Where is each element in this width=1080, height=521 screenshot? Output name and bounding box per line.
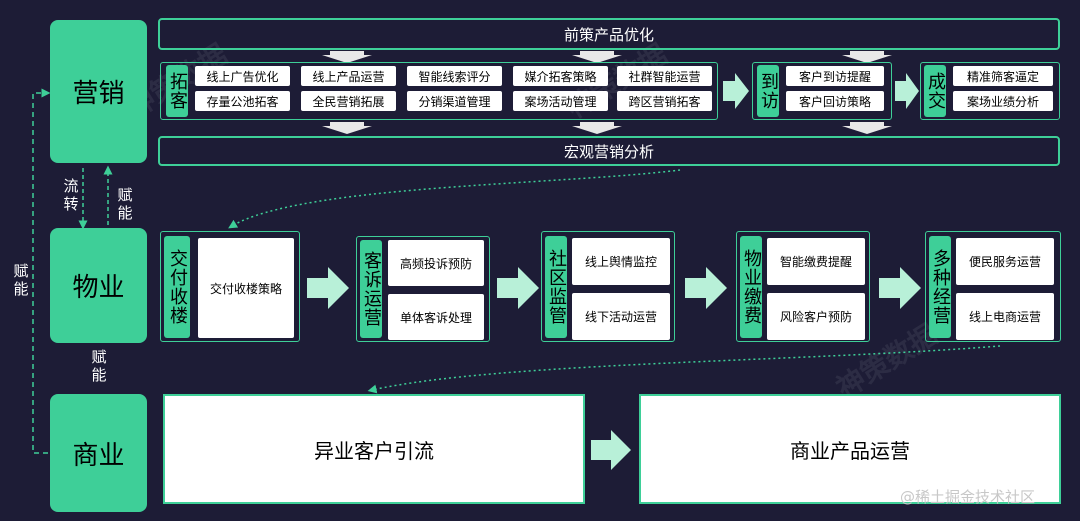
segment-property: 物业 [50, 228, 147, 343]
empower-left-label: 赋能 [13, 262, 29, 298]
expand-cell: 存量公池拓客 [195, 91, 290, 111]
business-tab: 多种经营 [929, 236, 951, 338]
commercial-product-label: 商业产品运营 [790, 438, 910, 463]
segment-marketing: 营销 [50, 20, 147, 163]
complaint-tab: 客诉运营 [360, 240, 382, 338]
delivery-cell: 交付收楼策略 [198, 238, 294, 338]
expand-col-4: 媒介拓客策略 案场活动管理 [513, 66, 608, 111]
business-cell: 便民服务运营 [956, 238, 1054, 285]
source-watermark: @稀土掘金技术社区 [900, 488, 1036, 506]
deal-cell: 案场业绩分析 [953, 91, 1053, 111]
community-cell: 线下活动运营 [572, 293, 670, 340]
fee-panel [736, 231, 870, 342]
arrow-right-icon [307, 267, 349, 309]
visit-tab-label: 到访 [758, 72, 779, 110]
fee-tab: 物业缴费 [740, 236, 762, 338]
visit-panel [752, 62, 892, 120]
business-cell: 线上电商运营 [956, 293, 1054, 340]
expand-cell: 案场活动管理 [513, 91, 608, 111]
expand-col-3: 智能线索评分 分销渠道管理 [407, 66, 502, 111]
expand-panel [160, 62, 718, 120]
expand-col-1: 线上广告优化 存量公池拓客 [195, 66, 290, 111]
segment-marketing-label: 营销 [72, 79, 125, 109]
segment-property-label: 物业 [72, 273, 125, 303]
macro-analysis-bar-label: 宏观营销分析 [563, 142, 654, 161]
expand-cell: 线上产品运营 [301, 66, 396, 86]
visit-cell: 客户到访提醒 [786, 66, 884, 86]
pre-strategy-bar-label: 前策产品优化 [563, 25, 654, 44]
arrow-right-icon [685, 267, 727, 309]
visit-col: 客户到访提醒 客户回访策略 [786, 66, 884, 111]
empower-up-label: 赋能 [117, 186, 133, 222]
expand-tab-label: 拓客 [167, 72, 188, 110]
down-arrows-bottom [322, 122, 892, 134]
deal-col: 精准筛客逼定 案场业绩分析 [953, 66, 1053, 111]
complaint-tab-label: 客诉运营 [361, 251, 382, 327]
delivery-tab-label: 交付收楼 [167, 249, 188, 325]
arrow-right-icon [879, 267, 921, 309]
expand-tab: 拓客 [166, 65, 188, 117]
expand-cell: 媒介拓客策略 [513, 66, 608, 86]
community-panel [541, 231, 675, 342]
complaint-col: 高频投诉预防 单体客诉处理 [388, 240, 484, 340]
cross-industry-box: 异业客户引流 [163, 394, 585, 504]
empower-down-label: 赋能 [91, 348, 107, 384]
deal-tab: 成交 [924, 65, 946, 117]
expand-cell: 跨区营销拓客 [617, 91, 712, 111]
segment-commerce: 商业 [50, 394, 147, 512]
deal-cell: 精准筛客逼定 [953, 66, 1053, 86]
cross-industry-label: 异业客户引流 [314, 438, 434, 463]
expand-col-5: 社群智能运营 跨区营销拓客 [617, 66, 712, 111]
macro-analysis-bar: 宏观营销分析 [158, 136, 1060, 166]
fee-cell: 智能缴费提醒 [767, 238, 865, 285]
commercial-product-box: 商业产品运营 [639, 394, 1061, 504]
complaint-cell: 单体客诉处理 [388, 294, 484, 340]
segment-commerce-label: 商业 [72, 440, 125, 471]
visit-tab: 到访 [757, 65, 779, 117]
arrow-right-icon [723, 73, 749, 109]
deal-panel [920, 62, 1060, 120]
expand-cell: 分销渠道管理 [407, 91, 502, 111]
business-panel [925, 231, 1061, 342]
expand-cell: 社群智能运营 [617, 66, 712, 86]
visit-cell: 客户回访策略 [786, 91, 884, 111]
community-col: 线上舆情监控 线下活动运营 [572, 238, 670, 340]
expand-cell: 全民营销拓展 [301, 91, 396, 111]
fee-cell: 风险客户预防 [767, 293, 865, 340]
down-arrows-top [322, 51, 892, 63]
fee-tab-label: 物业缴费 [741, 249, 762, 325]
fee-col: 智能缴费提醒 风险客户预防 [767, 238, 865, 340]
community-tab: 社区监管 [545, 236, 567, 338]
expand-cell: 线上广告优化 [195, 66, 290, 86]
expand-cell: 智能线索评分 [407, 66, 502, 86]
business-tab-label: 多种经营 [930, 249, 951, 325]
pre-strategy-bar: 前策产品优化 [158, 18, 1060, 50]
arrow-right-icon [895, 73, 919, 109]
deal-tab-label: 成交 [925, 72, 946, 110]
business-col: 便民服务运营 线上电商运营 [956, 238, 1054, 340]
community-tab-label: 社区监管 [546, 249, 567, 325]
expand-col-2: 线上产品运营 全民营销拓展 [301, 66, 396, 111]
flow-label: 流转 [63, 177, 79, 213]
community-cell: 线上舆情监控 [572, 238, 670, 285]
delivery-panel [160, 231, 300, 342]
arrow-right-icon [591, 430, 631, 470]
complaint-cell: 高频投诉预防 [388, 240, 484, 286]
arrow-right-icon [497, 267, 539, 309]
delivery-tab: 交付收楼 [164, 236, 190, 338]
complaint-panel [356, 236, 490, 342]
